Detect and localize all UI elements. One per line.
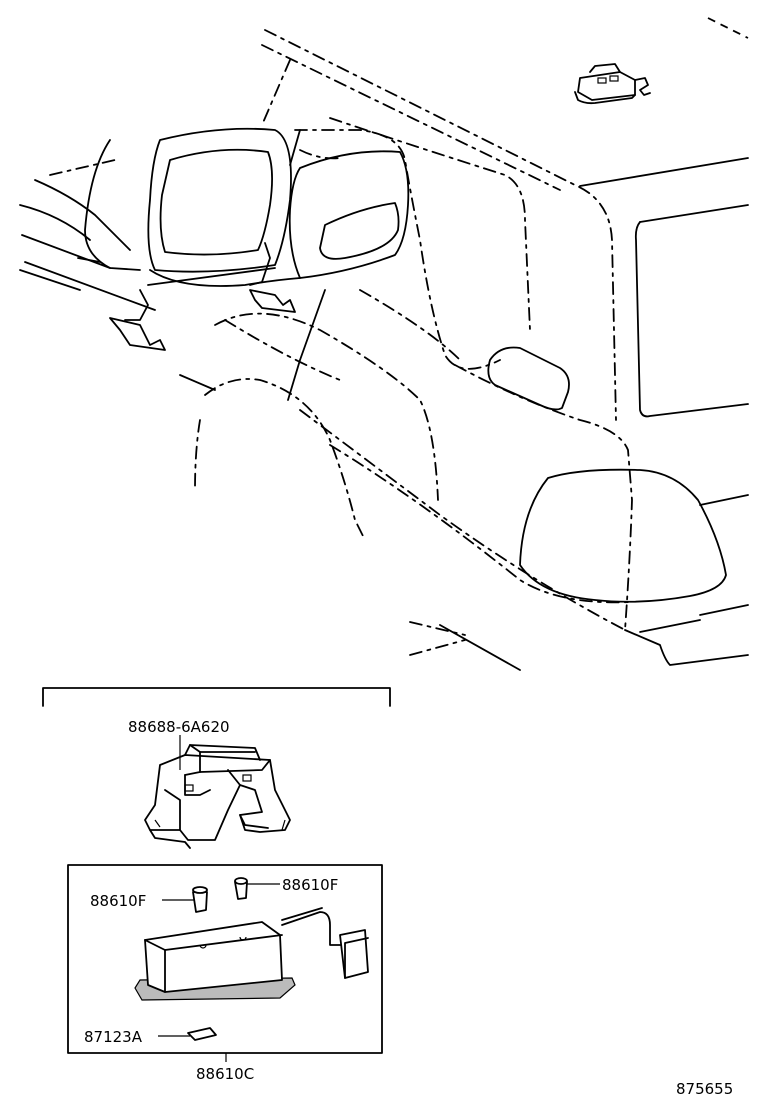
callout-assembly: 88610C — [196, 1065, 254, 1083]
callout-clip-right: 88610F — [282, 876, 338, 894]
seats-outline — [19, 127, 410, 351]
assembly-box — [67, 864, 383, 1054]
callout-fastener: 87123A — [84, 1028, 143, 1046]
callout-bracket-part: 88688-6A620 — [128, 718, 230, 736]
clip-right-icon — [234, 877, 248, 900]
callout-clip-left: 88610F — [90, 892, 146, 910]
mounting-bracket — [144, 744, 291, 849]
fastener-icon — [187, 1027, 217, 1041]
clip-left-icon — [192, 886, 208, 913]
figure-number: 875655 — [676, 1080, 733, 1098]
room-lamp-body — [134, 907, 369, 1001]
bracket-group-line — [42, 687, 391, 707]
room-lamp-thumbnail — [574, 63, 651, 105]
vehicle-outline — [179, 17, 749, 671]
